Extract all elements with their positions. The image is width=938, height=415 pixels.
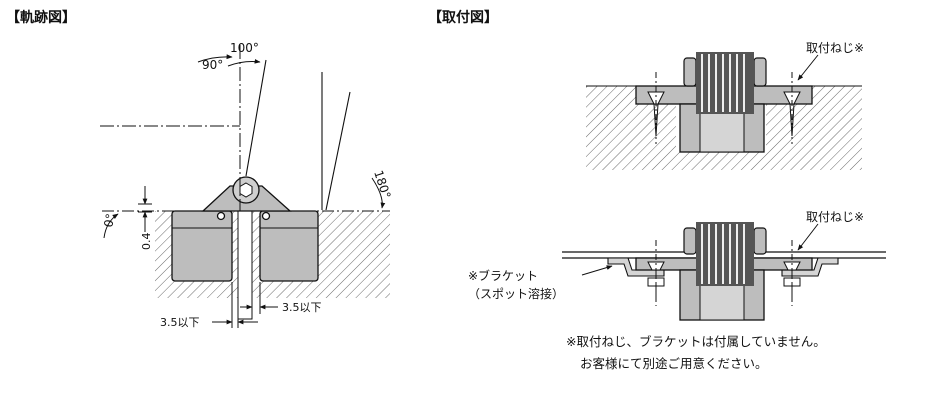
screw-callout-bottom: 取付ねじ※ xyxy=(806,210,864,224)
angle-label-180: 180° xyxy=(371,169,393,201)
bracket-weld-label: （スポット溶接） xyxy=(468,286,564,301)
angle-label-100: 100° xyxy=(230,41,259,55)
mounting-bolt-left xyxy=(647,240,665,306)
gap-dimension xyxy=(138,186,152,232)
angle-label-90: 90° xyxy=(202,58,223,72)
installation-heading: 【取付図】 xyxy=(428,9,498,26)
door-leaf-right xyxy=(259,210,319,282)
right-width-label: 3.5以下 xyxy=(282,301,322,314)
bracket-mount-view xyxy=(562,222,886,321)
hinge-body xyxy=(201,176,292,221)
rotation-guide-lines xyxy=(100,45,351,211)
mounting-screw-right-top xyxy=(783,72,801,144)
bracket-label: ※ブラケット xyxy=(468,268,538,283)
surface-mount-view xyxy=(586,52,862,170)
gap-slot xyxy=(237,210,253,320)
angle-arcs xyxy=(103,54,386,239)
mounting-screw-left-top xyxy=(647,72,665,144)
trajectory-heading: 【軌跡図】 xyxy=(6,9,76,26)
gap-dimension-label: 0.4 xyxy=(140,233,153,251)
width-dimensions xyxy=(212,282,278,328)
door-leaf-left xyxy=(171,210,233,282)
trajectory-diagram: 【軌跡図】 xyxy=(6,9,393,329)
note-not-included: ※取付ねじ、ブラケットは付属していません。 xyxy=(566,334,826,349)
installation-diagram: 【取付図】 xyxy=(428,9,886,371)
mounting-bolt-right xyxy=(783,240,801,306)
note-customer-supply: お客様にて別途ご用意ください。 xyxy=(580,356,768,371)
angle-label-0: 0° xyxy=(101,212,118,228)
left-width-label: 3.5以下 xyxy=(160,316,200,329)
screw-callout-top: 取付ねじ※ xyxy=(806,41,864,55)
